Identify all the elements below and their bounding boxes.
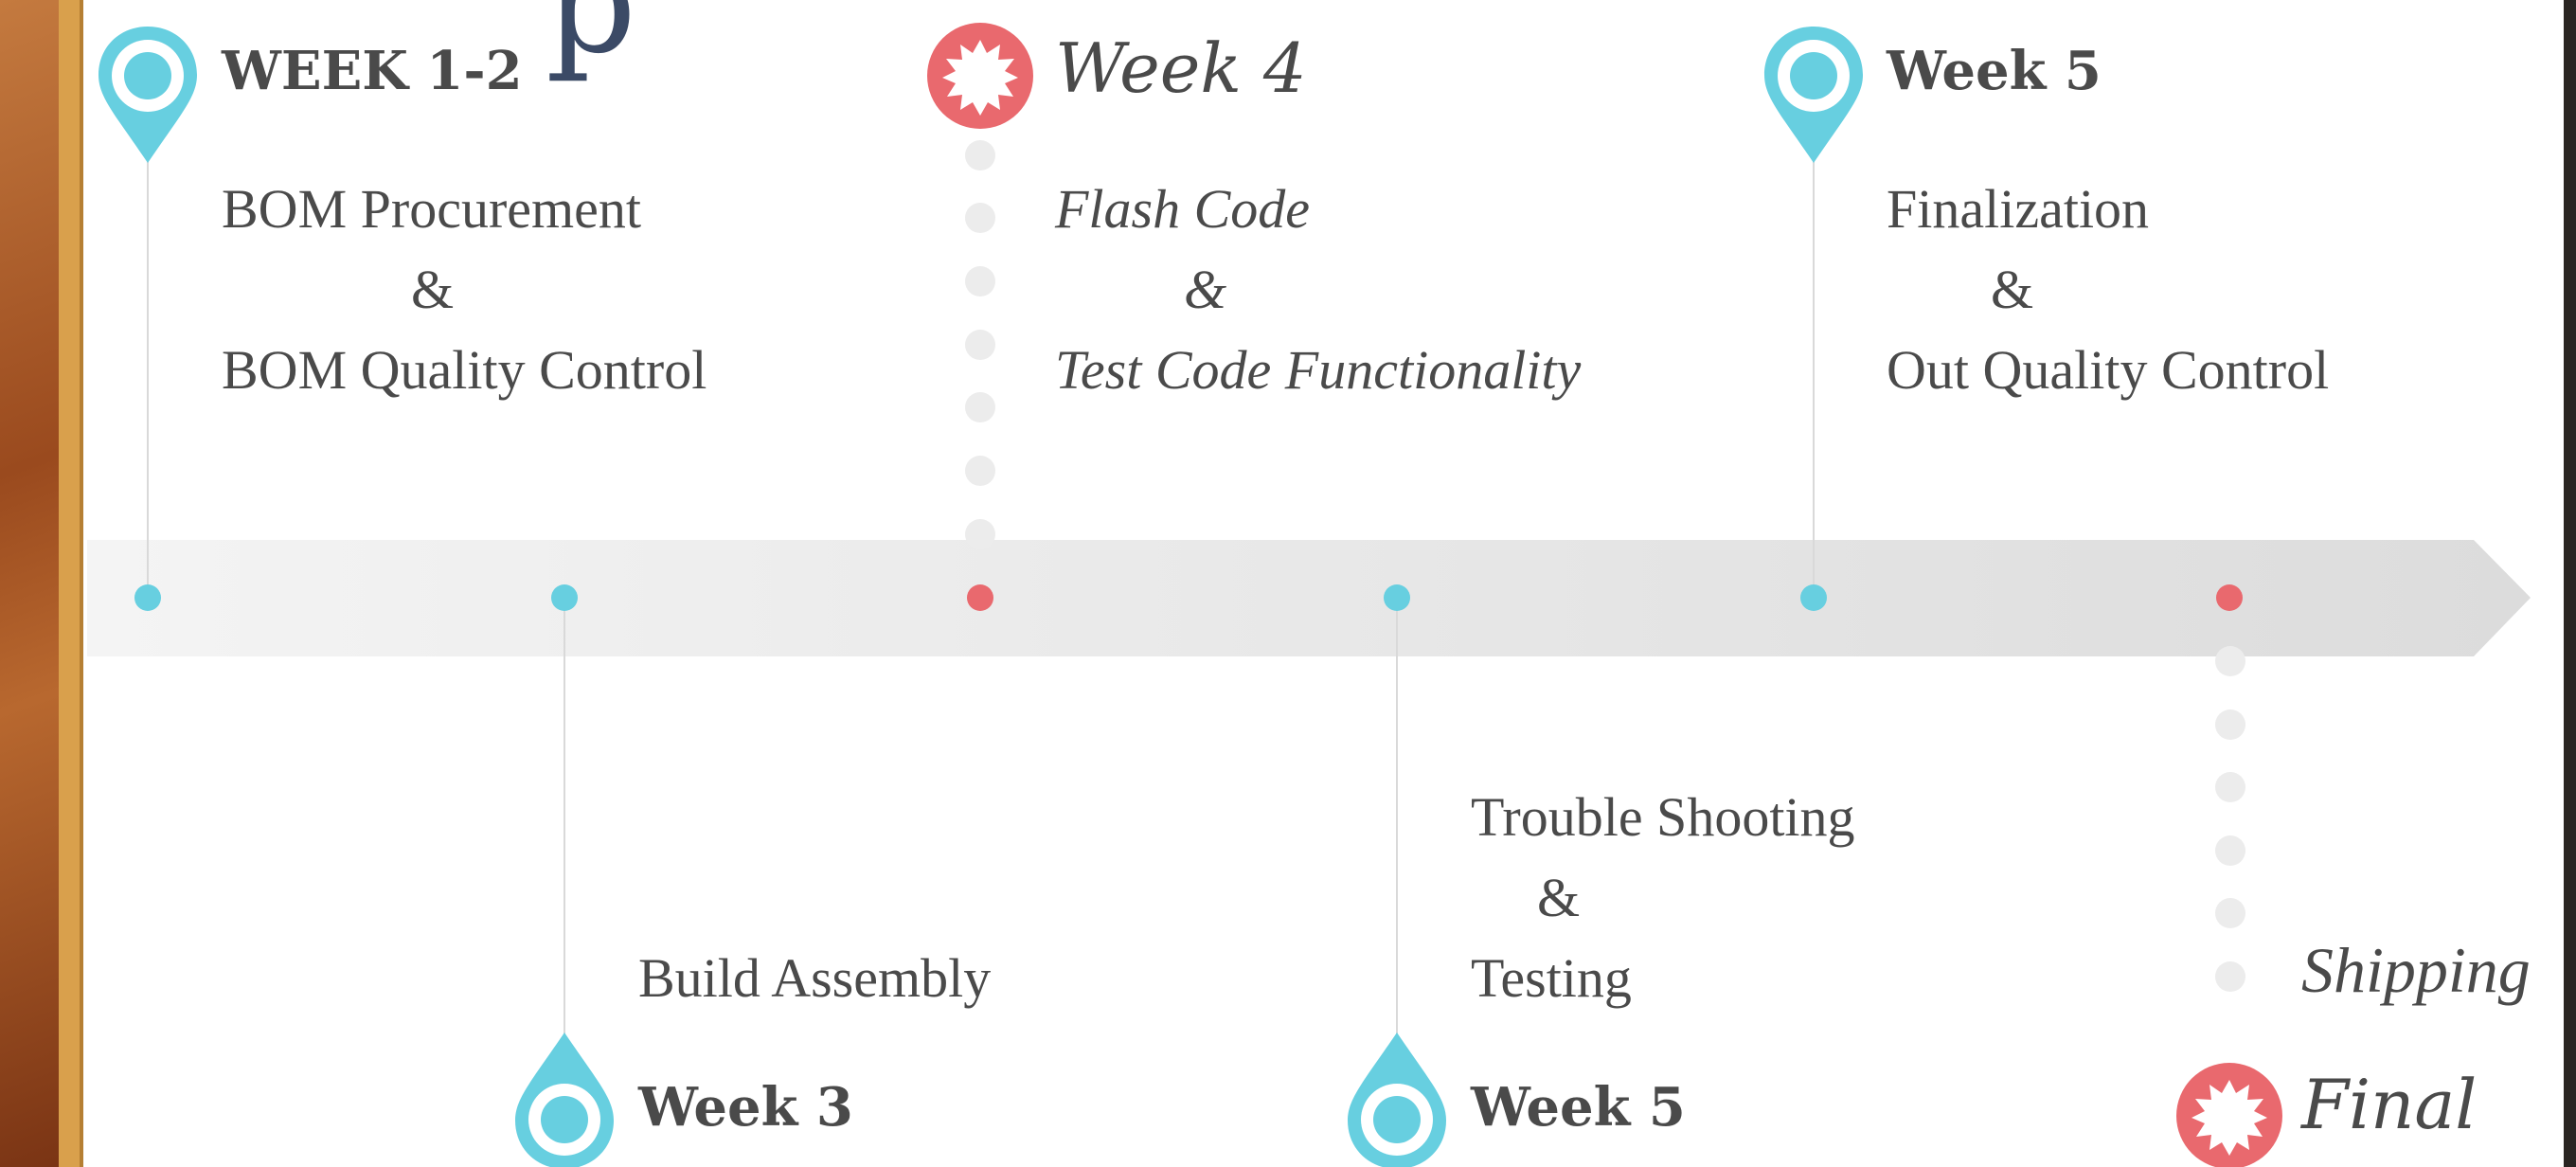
dark-edge [2564,0,2576,1167]
milestone-label-week-5-top: Week 5 [1887,40,2102,102]
desc-line: Build Assembly [638,947,992,1009]
timeline-dot-1 [134,584,161,611]
connector-line-week-5-top [1813,156,1815,597]
milestone-desc-week-1-2: BOM Procurement & BOM Quality Control [222,169,707,410]
timeline-dot-6 [2216,584,2243,611]
milestone-label-week-5-bottom: Week 5 [1471,1076,1686,1139]
milestone-desc-week-3: Build Assembly [638,938,991,1018]
desc-line: Testing [1471,947,1632,1009]
connector-line-week-3 [564,599,565,1034]
desc-line: & [1991,259,2034,320]
milestone-desc-week-5-bottom: Trouble Shooting & Testing [1471,777,1855,1018]
connector-line-week-5-bottom [1396,599,1398,1034]
starburst-badge-icon [2176,1063,2282,1167]
starburst-badge-icon [927,23,1033,129]
milestone-label-final: Final [2301,1065,2478,1144]
desc-line: Test Code Functionality [1055,339,1582,401]
desc-line: Out Quality Control [1887,339,2330,401]
timeline-arrow [87,540,2531,656]
location-pin-icon [1764,27,1863,163]
desc-line: BOM Quality Control [222,339,707,401]
timeline-dot-2 [551,584,578,611]
background-photo-strip [0,0,59,1167]
milestone-label-week-3: Week 3 [638,1076,853,1139]
location-pin-icon [98,27,197,163]
timeline-dot-3 [967,584,993,611]
milestone-label-week-1-2: WEEK 1-2 [222,40,523,102]
milestone-desc-final: Shipping [2301,930,2531,1011]
milestone-desc-week-5-top: Finalization & Out Quality Control [1887,169,2329,410]
desc-line: & [411,259,455,320]
desc-line: Finalization [1887,178,2150,240]
desc-line: Shipping [2301,934,2531,1006]
desc-line: & [1537,867,1581,928]
timeline-dot-5 [1800,584,1827,611]
location-pin-icon [1348,1032,1446,1167]
slide-title-fragment: p [546,0,637,85]
connector-line-week-1-2 [147,156,149,597]
desc-line: & [1184,259,1227,320]
desc-line: BOM Procurement [222,178,641,240]
timeline-dot-4 [1384,584,1410,611]
milestone-label-week-4: Week 4 [1055,28,1307,108]
gold-border [59,0,83,1167]
milestone-desc-week-4: Flash Code & Test Code Functionality [1055,169,1581,410]
desc-line: Flash Code [1055,178,1311,240]
desc-line: Trouble Shooting [1471,786,1855,848]
location-pin-icon [515,1032,614,1167]
timeline-slide: p [83,0,2564,1167]
